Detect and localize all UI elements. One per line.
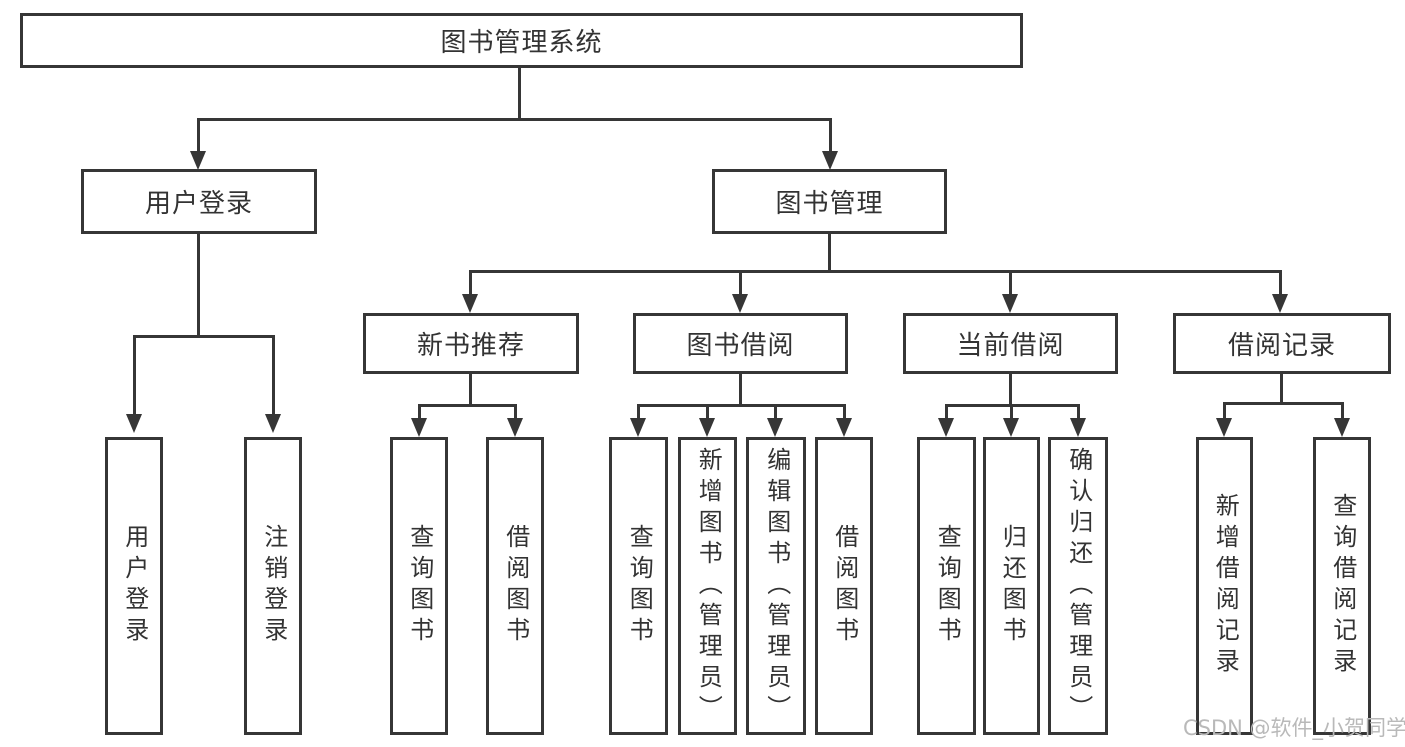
- arrow-down-icon: [1272, 294, 1288, 313]
- connector-subtree-hbar: [418, 404, 517, 407]
- arrow-down-icon: [507, 418, 523, 437]
- leaf-return-books: 归还图书: [983, 437, 1040, 735]
- connector-leaf-stem: [774, 404, 777, 420]
- leaf-add-books-admin: 新增图书（管理员）: [678, 437, 737, 735]
- connector-book-mgmt-stem: [829, 118, 832, 154]
- connector-leaf-stem: [637, 404, 640, 420]
- connector-leaf-stem: [1223, 402, 1226, 420]
- node-root: 图书管理系统: [20, 13, 1023, 68]
- connector-leaf-stem: [1010, 404, 1013, 420]
- arrow-down-icon: [1002, 294, 1018, 313]
- arrow-down-icon: [126, 414, 142, 433]
- arrow-down-icon: [630, 418, 646, 437]
- leaf-label: 确认归还（管理员）: [1064, 446, 1093, 726]
- leaf-borrow-books-recommend: 借阅图书: [486, 437, 544, 735]
- leaf-logout: 注销登录: [244, 437, 302, 735]
- connector-user-login-stem: [197, 118, 200, 154]
- connector-mgmt-branch-stem: [828, 233, 831, 272]
- node-book-borrow: 图书借阅: [633, 313, 848, 374]
- connector-level1-hbar: [197, 118, 832, 121]
- node-new-book-recommend: 新书推荐: [363, 313, 579, 374]
- node-borrow-records-label: 借阅记录: [1227, 331, 1336, 361]
- connector-leaf-stem: [514, 404, 517, 420]
- arrow-down-icon: [190, 151, 206, 170]
- connector-leaf-stem: [418, 404, 421, 420]
- connector-leaf-stem: [1341, 402, 1344, 420]
- arrow-down-icon: [938, 418, 954, 437]
- leaf-label: 注销登录: [259, 524, 288, 648]
- connector-level3-stem: [739, 270, 742, 296]
- leaf-add-borrow-record: 新增借阅记录: [1196, 437, 1253, 735]
- connector-login-hbar: [133, 335, 275, 338]
- arrow-down-icon: [265, 414, 281, 433]
- leaf-label: 归还图书: [998, 524, 1027, 648]
- leaf-label: 新增借阅记录: [1211, 493, 1240, 679]
- arrow-down-icon: [1216, 418, 1232, 437]
- arrow-down-icon: [411, 418, 427, 437]
- connector-level3-stem: [1009, 270, 1012, 296]
- leaf-label: 查询图书: [933, 524, 962, 648]
- node-current-borrow-label: 当前借阅: [956, 331, 1065, 361]
- connector-login-branch-stem: [197, 233, 200, 337]
- connector-leaf-stem: [133, 335, 136, 416]
- leaf-query-books-borrow: 查询图书: [609, 437, 668, 735]
- leaf-query-borrow-record: 查询借阅记录: [1313, 437, 1371, 735]
- arrow-down-icon: [822, 151, 838, 170]
- node-book-management-label: 图书管理: [775, 189, 884, 219]
- leaf-label: 用户登录: [120, 524, 149, 648]
- node-borrow-records: 借阅记录: [1173, 313, 1391, 374]
- connector-leaf-stem: [843, 404, 846, 420]
- leaf-label: 编辑图书（管理员）: [762, 446, 791, 726]
- leaf-label: 查询图书: [625, 524, 654, 648]
- leaf-label: 借阅图书: [501, 524, 530, 648]
- leaf-label: 借阅图书: [830, 524, 859, 648]
- connector-subtree-stem: [1009, 373, 1012, 406]
- node-root-label: 图书管理系统: [440, 28, 603, 58]
- leaf-label: 查询图书: [405, 524, 434, 648]
- arrow-down-icon: [699, 418, 715, 437]
- csdn-watermark: CSDN @软件_小贺同学: [1183, 716, 1405, 740]
- connector-subtree-hbar: [637, 404, 845, 407]
- connector-subtree-stem: [469, 373, 472, 406]
- leaf-edit-books-admin: 编辑图书（管理员）: [746, 437, 806, 735]
- leaf-query-books-recommend: 查询图书: [390, 437, 448, 735]
- connector-leaf-stem: [945, 404, 948, 420]
- node-book-management: 图书管理: [712, 169, 947, 234]
- connector-subtree-hbar: [1223, 402, 1343, 405]
- connector-level3-stem: [1279, 270, 1282, 296]
- arrow-down-icon: [462, 294, 478, 313]
- leaf-borrow-books: 借阅图书: [815, 437, 873, 735]
- leaf-label: 查询借阅记录: [1328, 493, 1357, 679]
- connector-level3-stem: [469, 270, 472, 296]
- leaf-confirm-return-admin: 确认归还（管理员）: [1048, 437, 1108, 735]
- arrow-down-icon: [1070, 418, 1086, 437]
- connector-level3-hbar: [469, 270, 1282, 273]
- leaf-label: 新增图书（管理员）: [694, 446, 723, 726]
- connector-leaf-stem: [272, 335, 275, 416]
- node-current-borrow: 当前借阅: [903, 313, 1118, 374]
- leaf-user-login: 用户登录: [105, 437, 163, 735]
- arrow-down-icon: [767, 418, 783, 437]
- leaf-query-books-current: 查询图书: [917, 437, 976, 735]
- arrow-down-icon: [1003, 418, 1019, 437]
- arrow-down-icon: [732, 294, 748, 313]
- node-user-login: 用户登录: [81, 169, 317, 234]
- connector-leaf-stem: [706, 404, 709, 420]
- connector-subtree-stem: [739, 373, 742, 406]
- node-new-book-recommend-label: 新书推荐: [416, 331, 525, 361]
- node-user-login-label: 用户登录: [144, 189, 253, 219]
- node-book-borrow-label: 图书借阅: [686, 331, 795, 361]
- connector-leaf-stem: [1077, 404, 1080, 420]
- arrow-down-icon: [836, 418, 852, 437]
- arrow-down-icon: [1334, 418, 1350, 437]
- connector-root-stem: [518, 67, 521, 120]
- connector-subtree-stem: [1280, 373, 1283, 404]
